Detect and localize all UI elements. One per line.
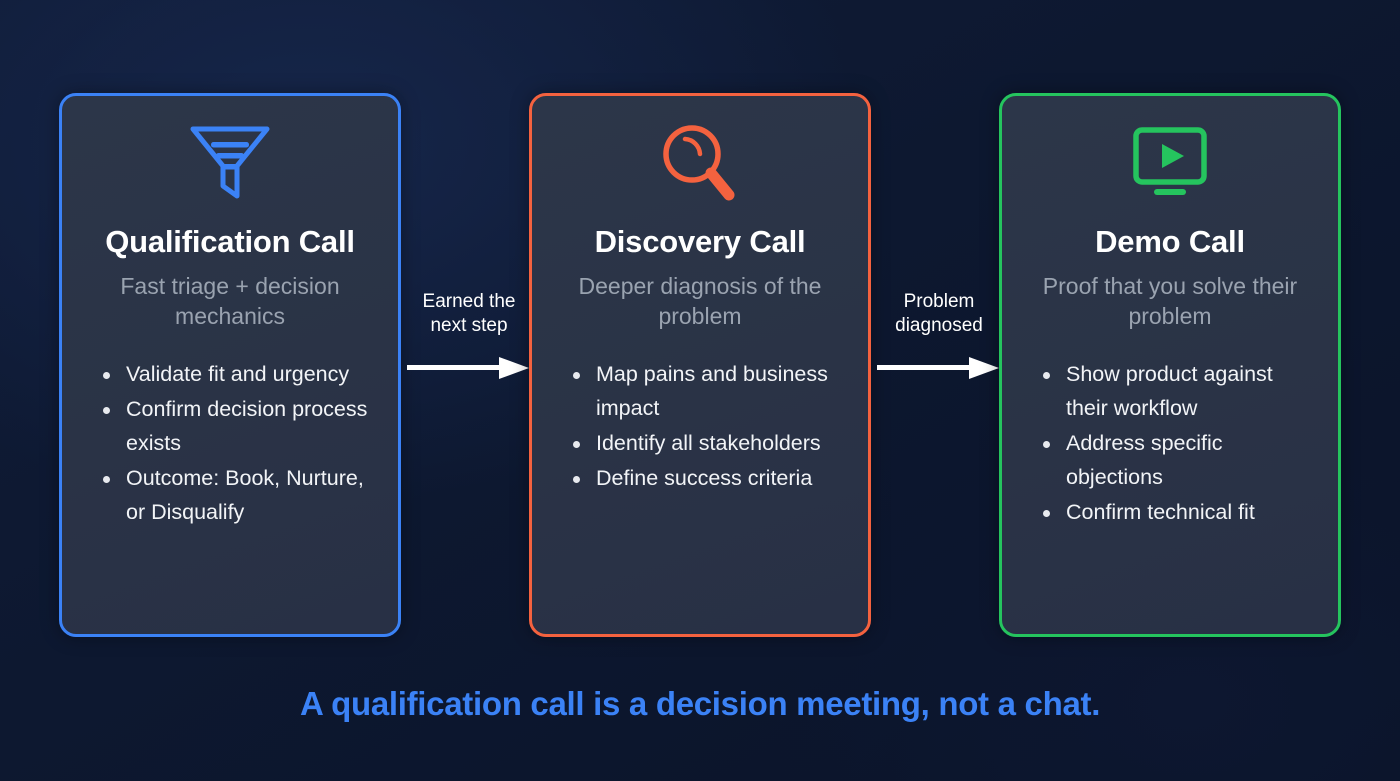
card-subtitle: Proof that you solve their problem [1042,273,1298,330]
list-item: Confirm decision process exists [86,393,376,461]
card-bullet-list: Map pains and business impact Identify a… [532,358,868,497]
list-item: Outcome: Book, Nurture, or Disqualify [86,462,376,530]
card-bullet-list: Show product against their workflow Addr… [1002,358,1338,531]
card-title: Discovery Call [594,224,806,259]
arrow-right-icon [877,356,999,379]
connector-earned-the-next-step: Earned the next step [404,290,534,381]
tagline: A qualification call is a decision meeti… [299,685,1101,722]
stage-card-qualification-call[interactable]: Qualification Call Fast triage + decisio… [59,93,401,637]
connector-label: Earned the next step [422,291,516,337]
stage-card-demo-call[interactable]: Demo Call Proof that you solve their pro… [999,93,1341,637]
list-item: Define success criteria [556,462,846,496]
list-item: Validate fit and urgency [86,358,376,392]
connector-label: Problem diagnosed [895,291,983,337]
list-item: Map pains and business impact [556,358,846,426]
list-item: Identify all stakeholders [556,427,846,461]
card-title: Demo Call [1095,224,1245,259]
list-item: Show product against their workflow [1026,358,1316,426]
card-subtitle: Fast triage + decision mechanics [120,273,340,330]
list-item: Address specific objections [1026,427,1316,495]
card-bullet-list: Validate fit and urgency Confirm decisio… [62,358,398,531]
connector-problem-diagnosed: Problem diagnosed [874,290,1004,381]
arrow-right-icon [407,356,529,379]
funnel-icon [62,100,398,225]
card-title: Qualification Call [105,224,355,259]
monitor-play-icon [1002,100,1338,225]
magnifier-icon [532,100,868,225]
list-item: Confirm technical fit [1026,496,1316,530]
card-subtitle: Deeper diagnosis of the problem [578,273,822,330]
stage-card-discovery-call[interactable]: Discovery Call Deeper diagnosis of the p… [529,93,871,637]
